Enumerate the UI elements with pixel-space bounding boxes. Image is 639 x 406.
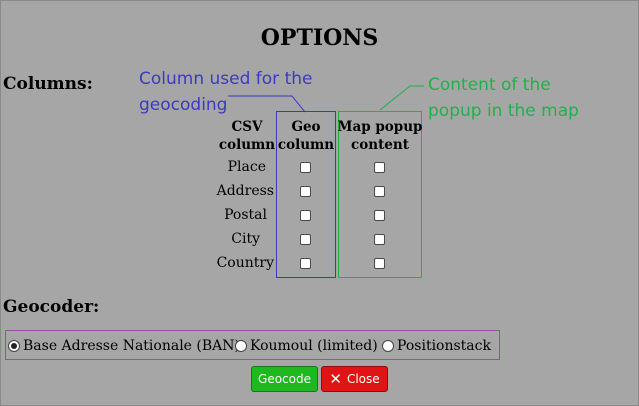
radio-koumoul[interactable] [235,340,247,352]
close-button-label: Close [346,372,380,386]
geo-checkbox-address[interactable] [300,186,311,197]
geocoder-option-ban[interactable]: Base Adresse Nationale (BAN) [8,338,240,354]
popup-checkbox-country[interactable] [374,258,385,269]
geocoder-option-koumoul[interactable]: Koumoul (limited) [235,338,378,354]
popup-column-annotation: Content of the popup in the map [428,75,579,121]
geocoder-option-positionstack[interactable]: Positionstack [382,338,491,354]
geocode-button[interactable]: Geocode [251,366,318,392]
geo-column-header: Geo column [277,119,335,153]
geo-checkbox-place[interactable] [300,162,311,173]
popup-checkbox-place[interactable] [374,162,385,173]
popup-annotation-connector [379,85,424,111]
geocoder-options: Base Adresse Nationale (BAN) Koumoul (li… [5,330,500,360]
popup-checkbox-address[interactable] [374,186,385,197]
radio-ban[interactable] [8,340,20,352]
geocoder-option-ban-label: Base Adresse Nationale (BAN) [23,338,240,354]
geo-checkbox-country[interactable] [300,258,311,269]
geo-checkbox-postal[interactable] [300,210,311,221]
close-x-icon: ✕ [329,369,342,388]
popup-checkbox-city[interactable] [374,234,385,245]
popup-column-highlight [338,111,422,278]
geocode-button-label: Geocode [258,372,311,386]
radio-positionstack[interactable] [382,340,394,352]
popup-checkbox-postal[interactable] [374,210,385,221]
geo-checkbox-city[interactable] [300,234,311,245]
geocoder-section-label: Geocoder: [3,297,100,317]
geocoder-option-positionstack-label: Positionstack [397,338,491,354]
close-button[interactable]: ✕ Close [321,366,388,392]
csv-column-header: CSV column [218,119,276,153]
geocoder-option-koumoul-label: Koumoul (limited) [250,338,378,354]
columns-section-label: Columns: [3,74,93,94]
geo-column-highlight [276,111,336,278]
row-label-city: City [231,231,260,247]
popup-column-header: Map popup content [337,119,423,153]
row-label-address: Address [216,183,274,199]
row-label-place: Place [227,159,266,175]
row-label-country: Country [216,255,274,271]
row-label-postal: Postal [224,207,267,223]
dialog-title: OPTIONS [260,25,379,51]
geo-column-annotation: Column used for the geocoding [139,69,313,115]
geo-annotation-connector [228,95,306,113]
